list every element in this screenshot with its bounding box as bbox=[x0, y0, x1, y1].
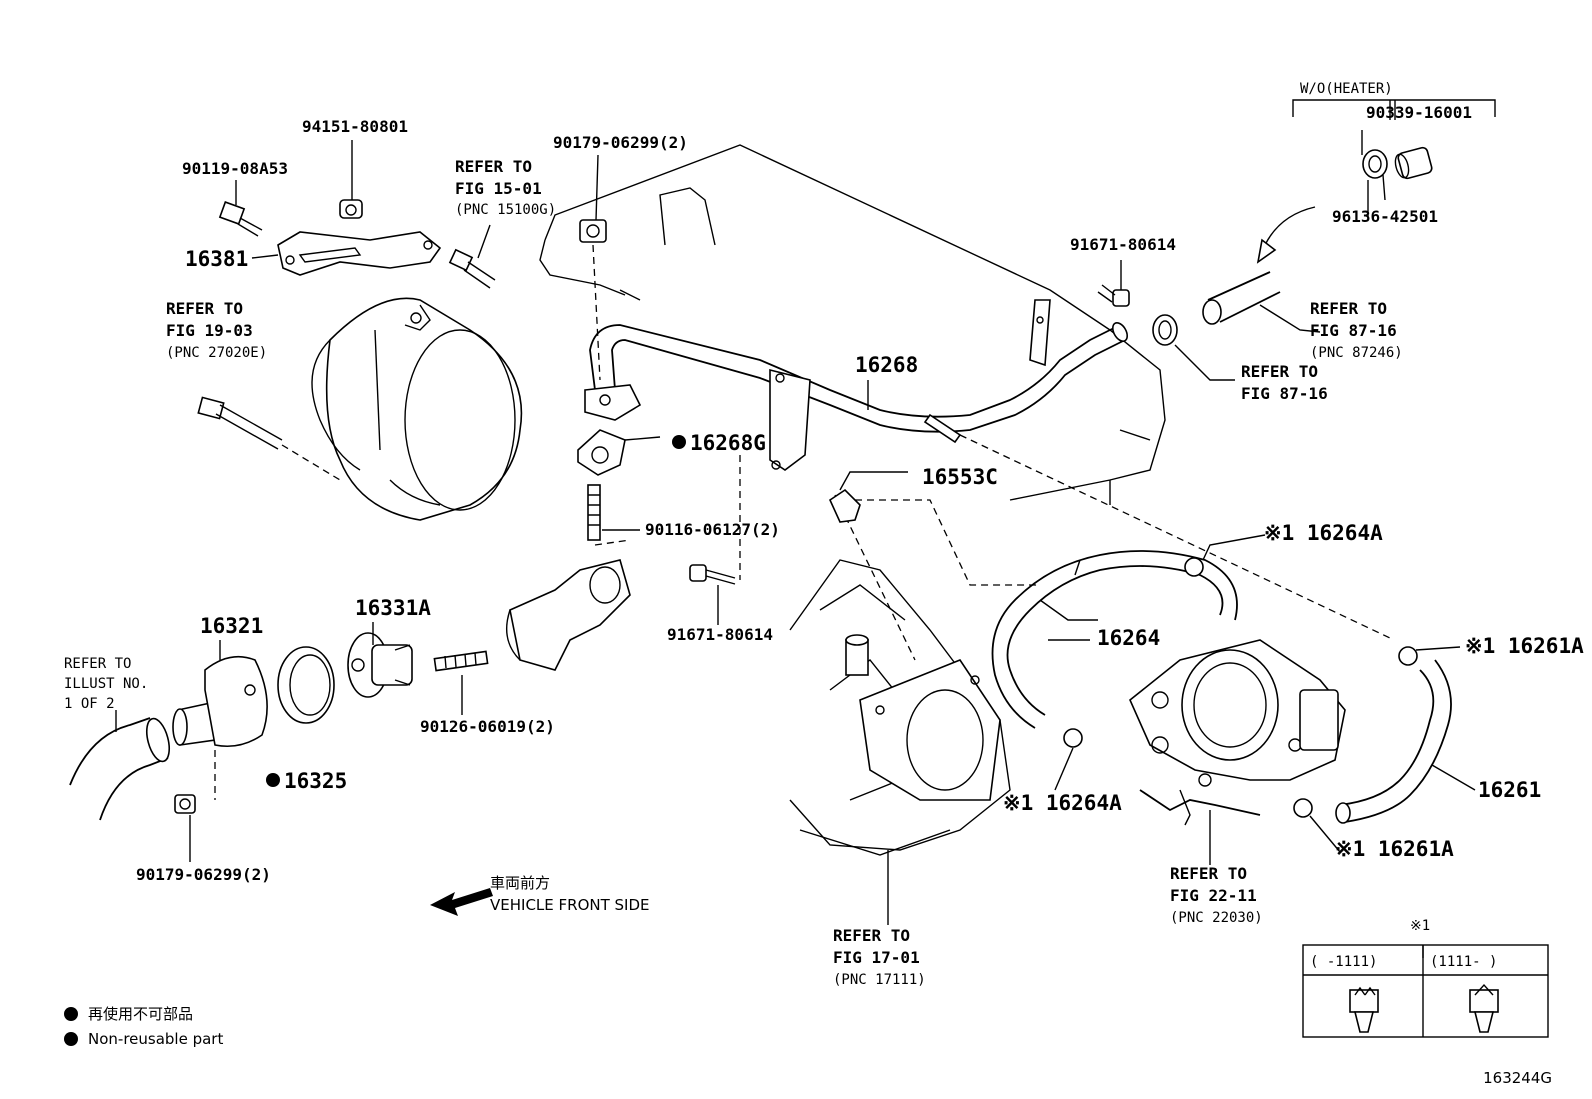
label-ref-15-01-line2: FIG 15-01 bbox=[455, 179, 542, 198]
label-90116-06127: 90116-06127(2) bbox=[645, 520, 780, 539]
label-ref-17-01-line3: (PNC 17111) bbox=[833, 972, 926, 988]
label-ref-17-01-line2: FIG 17-01 bbox=[833, 948, 920, 967]
bolt-fig-19-03 bbox=[197, 396, 341, 481]
label-94151-80801: 94151-80801 bbox=[302, 117, 408, 136]
label-ref-19-03-line3: (PNC 27020E) bbox=[166, 345, 267, 361]
stud-fig-15-01 bbox=[448, 248, 496, 289]
label-90179-06299-top: 90179-06299(2) bbox=[553, 133, 688, 152]
bolt-91671-80614-mid bbox=[689, 455, 741, 585]
label-90339-16001: 90339-16001 bbox=[1366, 103, 1472, 122]
table-col2-header: (1111- ) bbox=[1430, 954, 1497, 970]
table-col1-header: ( -1111) bbox=[1310, 954, 1377, 970]
gasket-16268G bbox=[577, 429, 661, 476]
vehicle-front-arrow-icon bbox=[430, 888, 493, 916]
legend-jp: 再使用不可部品 bbox=[88, 1005, 193, 1023]
clip-type-new-icon bbox=[1469, 983, 1499, 1033]
hose-fig-87-16 bbox=[1202, 271, 1321, 333]
label-16264A-top: ※1 16264A bbox=[1264, 521, 1383, 545]
label-front-jp: 車両前方 bbox=[490, 874, 550, 892]
gasket-16325 bbox=[277, 646, 335, 724]
label-ref-1of2-line2: ILLUST NO. bbox=[64, 676, 148, 692]
label-90179-06299-bottom: 90179-06299(2) bbox=[136, 865, 271, 884]
clip-type-old-icon bbox=[1349, 986, 1379, 1033]
bracket-16381 bbox=[277, 231, 442, 276]
label-16553C: 16553C bbox=[922, 465, 998, 489]
hose-16264 bbox=[991, 550, 1238, 729]
water-outlet-housing bbox=[506, 559, 631, 671]
clamp-16261A-bottom bbox=[1293, 798, 1341, 853]
label-ref-22-11-line2: FIG 22-11 bbox=[1170, 886, 1257, 905]
stud-90126-06019 bbox=[433, 650, 489, 672]
nut-90179-06299-bottom bbox=[174, 794, 196, 814]
stud-90116-06127 bbox=[587, 484, 631, 546]
label-ref-1of2-line3: 1 OF 2 bbox=[64, 696, 115, 712]
clamp-96136-42501 bbox=[1362, 149, 1388, 201]
label-16321: 16321 bbox=[200, 614, 263, 638]
label-16261A-top: ※1 16261A bbox=[1465, 634, 1584, 658]
label-16268: 16268 bbox=[855, 353, 918, 377]
hose-to-radiator bbox=[69, 717, 171, 821]
engine-outline bbox=[539, 144, 1166, 505]
water-inlet-16321 bbox=[172, 655, 268, 800]
intake-manifold bbox=[789, 494, 1011, 856]
label-91671-80614-mid: 91671-80614 bbox=[667, 625, 773, 644]
label-ref-1of2-line1: REFER TO bbox=[64, 656, 131, 672]
label-90119-08A53: 90119-08A53 bbox=[182, 159, 288, 178]
legend-en: Non-reusable part bbox=[88, 1030, 223, 1048]
label-ref-17-01-line1: REFER TO bbox=[833, 926, 910, 945]
clamp-fig-87-16 bbox=[1152, 314, 1235, 381]
label-ref-22-11-line1: REFER TO bbox=[1170, 864, 1247, 883]
label-ref-87-16b-line2: FIG 87-16 bbox=[1241, 384, 1328, 403]
label-96136-42501: 96136-42501 bbox=[1332, 207, 1438, 226]
label-ref-19-03-line1: REFER TO bbox=[166, 299, 243, 318]
label-ref-22-11-line3: (PNC 22030) bbox=[1170, 910, 1263, 926]
label-16325: 16325 bbox=[284, 769, 347, 793]
label-90126-06019: 90126-06019(2) bbox=[420, 717, 555, 736]
marker-dot-16325 bbox=[266, 773, 280, 787]
alternator bbox=[311, 297, 523, 521]
label-16264: 16264 bbox=[1097, 626, 1160, 650]
water-pipe-16268 bbox=[584, 299, 1391, 639]
clamp-16264A-bottom bbox=[1054, 728, 1083, 791]
throttle-body bbox=[1129, 639, 1346, 865]
cap-90339-16001 bbox=[1394, 146, 1433, 180]
label-16268G: 16268G bbox=[690, 431, 766, 455]
clamp-16261A-top bbox=[1398, 646, 1461, 666]
clamp-16553C bbox=[828, 471, 1040, 586]
direction-arrow-curved bbox=[1256, 206, 1316, 264]
nut-90179-06299-top bbox=[579, 219, 607, 381]
bolt-90119-08A53 bbox=[218, 201, 263, 237]
label-16261A-bottom: ※1 16261A bbox=[1335, 837, 1454, 861]
bolt-91671-80614-top bbox=[1097, 260, 1130, 307]
hose-16261 bbox=[1335, 659, 1476, 824]
label-ref-87-16a-line3: (PNC 87246) bbox=[1310, 345, 1403, 361]
figure-id: 163244G bbox=[1483, 1069, 1552, 1087]
thermostat-16331A bbox=[347, 632, 413, 698]
label-91671-80614-top: 91671-80614 bbox=[1070, 235, 1176, 254]
label-table-mark: ※1 bbox=[1410, 918, 1430, 934]
revision-table: ( -1111) (1111- ) bbox=[1302, 944, 1549, 1038]
label-16264A-bottom: ※1 16264A bbox=[1003, 791, 1122, 815]
label-front-en: VEHICLE FRONT SIDE bbox=[490, 896, 650, 914]
clamp-16264A-top bbox=[1184, 534, 1266, 577]
label-heater-title: W/O(HEATER) bbox=[1300, 81, 1393, 97]
label-ref-19-03-line2: FIG 19-03 bbox=[166, 321, 253, 340]
part-labels: 94151-80801 90119-08A53 16381 REFER TO F… bbox=[64, 81, 1584, 1087]
nut-94151-80801 bbox=[339, 199, 363, 219]
legend-dot-2 bbox=[64, 1032, 78, 1046]
legend-dot-1 bbox=[64, 1007, 78, 1021]
label-ref-15-01-line1: REFER TO bbox=[455, 157, 532, 176]
label-16331A: 16331A bbox=[355, 596, 431, 620]
marker-dot-16268G bbox=[672, 435, 686, 449]
label-16261: 16261 bbox=[1478, 778, 1541, 802]
label-ref-87-16a-line2: FIG 87-16 bbox=[1310, 321, 1397, 340]
label-ref-15-01-line3: (PNC 15100G) bbox=[455, 202, 556, 218]
label-16381: 16381 bbox=[185, 247, 248, 271]
label-ref-87-16a-line1: REFER TO bbox=[1310, 299, 1387, 318]
leader-lines bbox=[115, 130, 1424, 958]
heater-bracket-line bbox=[1292, 99, 1496, 120]
label-ref-87-16b-line1: REFER TO bbox=[1241, 362, 1318, 381]
